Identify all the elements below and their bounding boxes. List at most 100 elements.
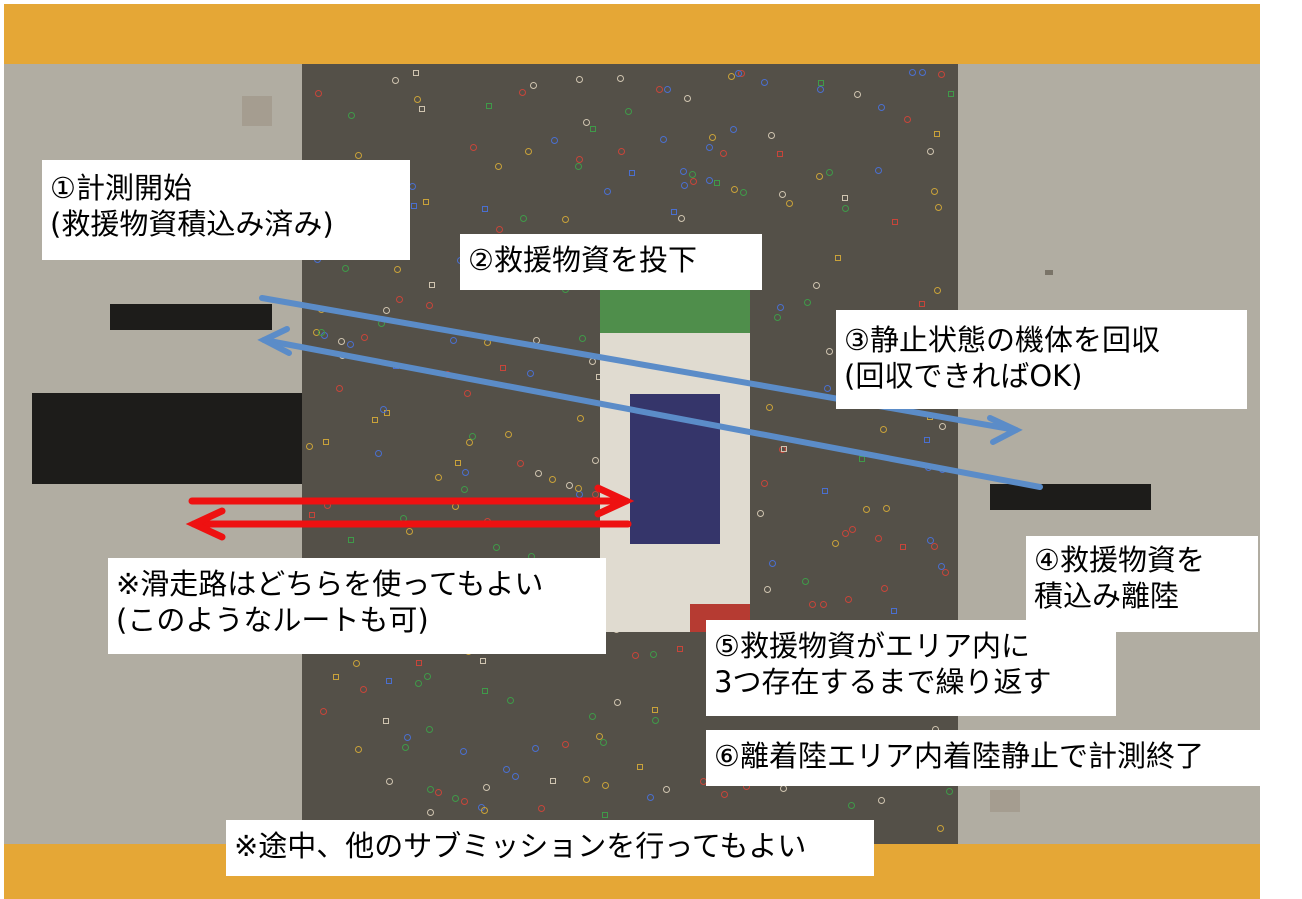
field-obstacle [935,204,942,211]
field-obstacle [575,485,582,492]
callout-start-line1: ①計測開始 [50,171,192,205]
field-obstacle [875,535,882,542]
field-obstacle [380,406,387,413]
field-obstacle [577,415,584,422]
field-obstacle [323,439,329,445]
field-obstacle [629,170,635,176]
field-obstacle [315,90,322,97]
field-obstacle [429,282,435,288]
field-obstacle [590,126,596,132]
field-obstacle [824,385,831,392]
field-obstacle [706,177,713,184]
aircraft-right [990,484,1151,510]
field-obstacle [937,825,944,832]
field-obstacle [583,119,590,126]
callout-runway-note-line1: ※滑走路はどちらを使ってもよい [116,567,544,601]
field-obstacle [404,734,411,741]
field-obstacle [383,718,389,724]
field-obstacle [671,209,677,215]
field-obstacle [826,169,833,176]
field-obstacle [946,788,953,795]
field-obstacle [942,569,949,576]
field-obstacle [360,686,367,693]
blue-arrowhead-outbound [987,415,1023,445]
field-obstacle [656,86,663,93]
field-obstacle [549,476,556,483]
field-obstacle [503,766,510,773]
field-obstacle [938,71,945,78]
callout-repeat: ⑤救援物資がエリア内に 3つ存在するまで繰り返す [706,620,1116,716]
field-obstacle [714,180,720,186]
callout-runway-note: ※滑走路はどちらを使ってもよい (このようなルートも可) [108,558,606,654]
field-obstacle [482,206,488,212]
field-obstacle [532,745,539,752]
field-obstacle [396,296,403,303]
field-obstacle [740,189,747,196]
field-obstacle [348,537,354,543]
field-obstacle [802,578,809,585]
field-obstacle [415,680,422,687]
field-obstacle [891,608,897,614]
field-obstacle [460,748,467,755]
ground-marker [1045,270,1053,275]
field-obstacle [372,417,378,423]
field-obstacle [842,195,848,201]
field-obstacle [413,70,419,76]
callout-recover-line2: (回収できればOK) [844,359,1083,393]
field-obstacle [845,596,852,603]
field-obstacle [394,266,401,273]
field-obstacle [566,482,573,489]
field-obstacle [589,713,596,720]
field-obstacle [383,307,390,314]
red-arrowhead-left [185,507,226,541]
callout-start-line2: (救援物資積込み済み) [50,207,334,241]
field-obstacle [842,530,849,537]
field-obstacle [592,457,599,464]
field-obstacle [863,506,870,513]
field-obstacle [579,335,586,342]
field-obstacle [769,560,776,567]
field-obstacle [462,469,469,476]
callout-finish: ⑥離着陸エリア内着陸静止で計測終了 [706,730,1298,786]
field-obstacle [677,646,683,652]
field-obstacle [934,131,940,137]
field-obstacle [336,385,343,392]
field-obstacle [761,79,768,86]
field-obstacle [892,219,898,225]
field-obstacle [931,188,938,195]
field-obstacle [904,116,911,123]
field-obstacle [728,73,735,80]
field-obstacle [816,173,823,180]
field-obstacle [461,486,468,493]
field-obstacle [768,132,775,139]
field-obstacle [730,126,737,133]
field-obstacle [832,540,839,547]
field-obstacle [842,205,849,212]
field-obstacle [348,112,355,119]
blue-arrowhead-return [257,326,292,356]
callout-drop-line1: ②救援物資を投下 [468,243,697,277]
callout-repeat-line2: 3つ存在するまで繰り返す [714,665,1052,699]
field-obstacle [818,80,824,86]
field-obstacle [562,741,569,748]
field-obstacle [481,807,488,814]
field-obstacle [450,337,457,344]
field-obstacle [854,91,861,98]
field-obstacle [419,106,425,112]
field-obstacle [482,688,488,694]
callout-submission-note-line1: ※途中、他のサブミッションを行ってもよい [234,829,807,863]
field-obstacle [535,470,542,477]
field-obstacle [355,746,362,753]
field-obstacle [625,108,632,115]
field-obstacle [386,778,393,785]
field-obstacle [483,784,490,791]
field-obstacle [427,786,434,793]
field-obstacle [353,660,360,667]
field-obstacle [342,265,349,272]
field-obstacle [576,76,583,83]
field-obstacle [883,505,890,512]
red-route [185,484,635,541]
field-obstacle [684,95,691,102]
field-obstacle [427,809,434,816]
field-obstacle [761,480,768,487]
